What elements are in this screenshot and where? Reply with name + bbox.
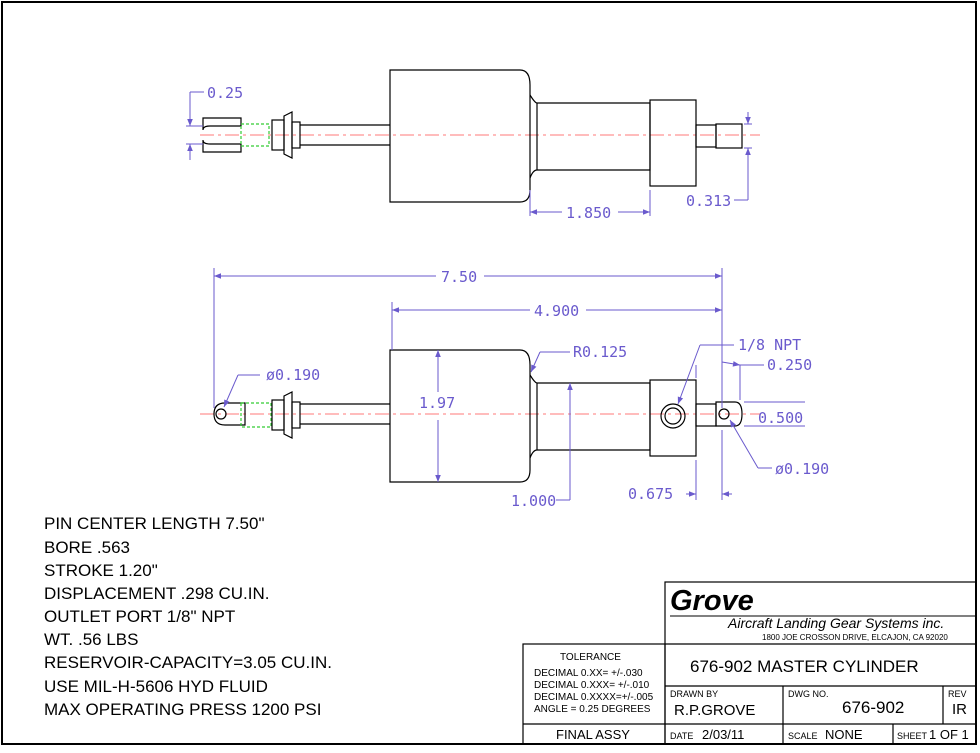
title-block <box>522 581 977 745</box>
top-nut-washer <box>291 121 301 149</box>
company-address: 1800 JOE CROSSON DRIVE, ELCAJON, CA 9202… <box>762 633 948 642</box>
top-reservoir-body <box>389 69 531 203</box>
dim-port-distance: 0.675 <box>628 485 673 503</box>
sheet-label: SHEET <box>897 731 928 741</box>
top-view <box>200 69 760 203</box>
tolerance-header: TOLERANCE <box>560 652 621 663</box>
tol-line-2: DECIMAL 0.XXX= +/-.010 <box>534 680 650 691</box>
scale-value: NONE <box>825 727 863 742</box>
dim-overall-length: 7.50 <box>441 268 477 286</box>
spec-weight: WT. .56 LBS <box>44 630 139 649</box>
tol-line-3: DECIMAL 0.XXXX=+/-.005 <box>534 692 654 703</box>
dim-body-length: 1.850 <box>566 204 611 222</box>
rev-value: IR <box>952 701 967 718</box>
dim-small-dia: 1.000 <box>511 492 556 510</box>
date-label: DATE <box>670 731 693 741</box>
date-value: 2/03/11 <box>702 727 744 742</box>
dim-tip-dia: 0.313 <box>686 192 731 210</box>
top-end-cap <box>649 99 697 187</box>
top-clevis-upper <box>202 117 242 131</box>
spec-fluid: USE MIL-H-5606 HYD FLUID <box>44 677 268 696</box>
top-clevis-lower <box>202 139 242 153</box>
spec-outlet-port: OUTLET PORT 1/8" NPT <box>44 607 236 626</box>
top-dimensions <box>186 91 752 216</box>
npt-port-inner <box>664 407 682 425</box>
dim-left-pin-hole: ø0.190 <box>266 366 320 384</box>
top-tip-rod <box>695 124 717 148</box>
dwg-no-value: 676-902 <box>842 698 904 717</box>
dim-npt: 1/8 NPT <box>738 336 801 354</box>
dim-rod-dia: 0.500 <box>758 409 803 427</box>
dim-body-dia: 1.97 <box>419 394 455 412</box>
drawing-title: 676-902 MASTER CYLINDER <box>690 657 919 676</box>
npt-port <box>660 403 686 429</box>
rev-label: REV <box>948 689 967 699</box>
bottom-right-pin-hole <box>718 408 730 420</box>
bottom-end-cap <box>649 379 697 457</box>
bottom-nut-washer <box>291 401 301 429</box>
final-assy: FINAL ASSY <box>556 727 630 742</box>
sheet-value: 1 OF 1 <box>929 727 969 742</box>
spec-max-pressure: MAX OPERATING PRESS 1200 PSI <box>44 700 322 719</box>
dim-radius: R0.125 <box>573 343 627 361</box>
dim-port-offset: 0.250 <box>767 356 812 374</box>
dim-pin-slot: 0.25 <box>207 84 243 102</box>
bottom-thread-hidden <box>240 402 272 428</box>
dim-body-to-end: 4.900 <box>534 302 579 320</box>
bottom-barrel <box>529 374 651 459</box>
bottom-nut-hex <box>283 391 293 439</box>
bottom-tip <box>715 401 743 427</box>
company-subtitle: Aircraft Landing Gear Systems inc. <box>727 615 944 631</box>
bottom-tip-rod <box>695 403 717 427</box>
spec-reservoir: RESERVOIR-CAPACITY=3.05 CU.IN. <box>44 653 332 672</box>
spec-stroke: STROKE 1.20" <box>44 561 158 580</box>
bottom-reservoir-body <box>389 349 531 483</box>
bottom-nut <box>271 399 285 431</box>
top-tip <box>715 123 743 149</box>
top-barrel <box>529 94 651 179</box>
dim-right-pin-hole: ø0.190 <box>775 460 829 478</box>
company-logo: Grove <box>670 585 754 617</box>
tol-line-4: ANGLE = 0.25 DEGREES <box>534 704 651 715</box>
drawn-by-value: R.P.GROVE <box>674 702 755 719</box>
scale-label: SCALE <box>788 731 818 741</box>
top-nut-hex <box>283 111 293 159</box>
dwg-no-label: DWG NO. <box>788 689 829 699</box>
spec-pin-center-length: PIN CENTER LENGTH 7.50" <box>44 514 265 533</box>
bottom-view <box>200 349 760 483</box>
tol-line-1: DECIMAL 0.XX= +/-.030 <box>534 668 643 679</box>
spec-bore: BORE .563 <box>44 538 130 557</box>
bottom-clevis <box>213 402 246 426</box>
bottom-left-pin-hole <box>215 408 227 420</box>
spec-displacement: DISPLACEMENT .298 CU.IN. <box>44 584 270 603</box>
drawn-by-label: DRAWN BY <box>670 689 718 699</box>
bottom-dimensions <box>213 268 805 501</box>
